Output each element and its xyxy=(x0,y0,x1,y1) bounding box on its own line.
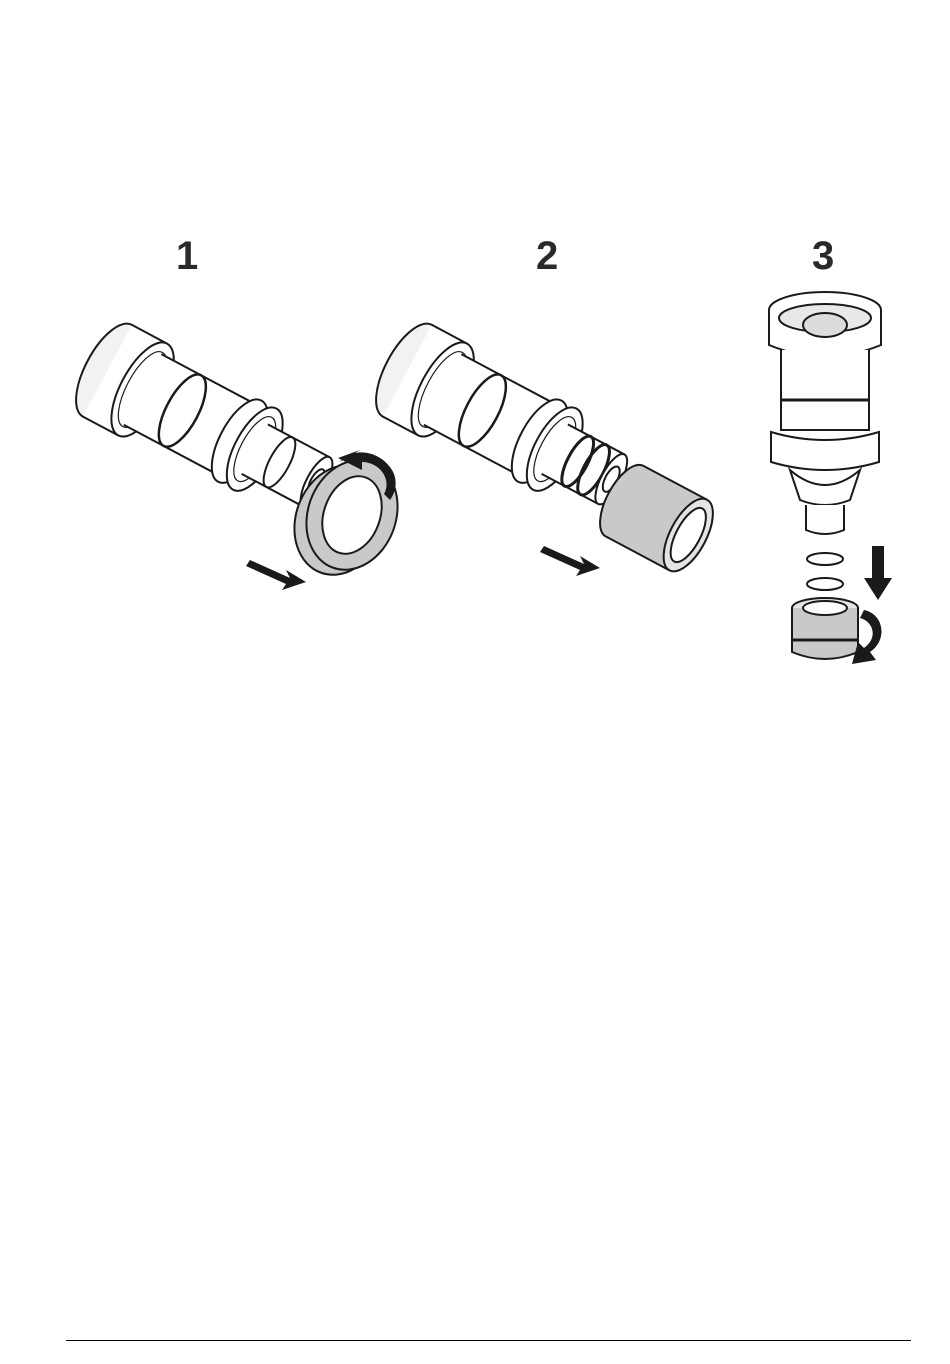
bottom-nut-step3 xyxy=(792,598,858,659)
footer-rule xyxy=(66,1340,911,1341)
cartridge-assembly-step1 xyxy=(63,314,412,587)
cartridge-assembly-step2 xyxy=(363,314,722,578)
pull-arrow-icon xyxy=(246,560,306,590)
o-ring-bottom xyxy=(807,578,843,590)
cartridge-assembly-step3 xyxy=(769,292,881,659)
o-ring-top xyxy=(807,553,843,565)
pull-arrow-icon xyxy=(540,546,600,576)
down-arrow-icon xyxy=(864,546,892,600)
